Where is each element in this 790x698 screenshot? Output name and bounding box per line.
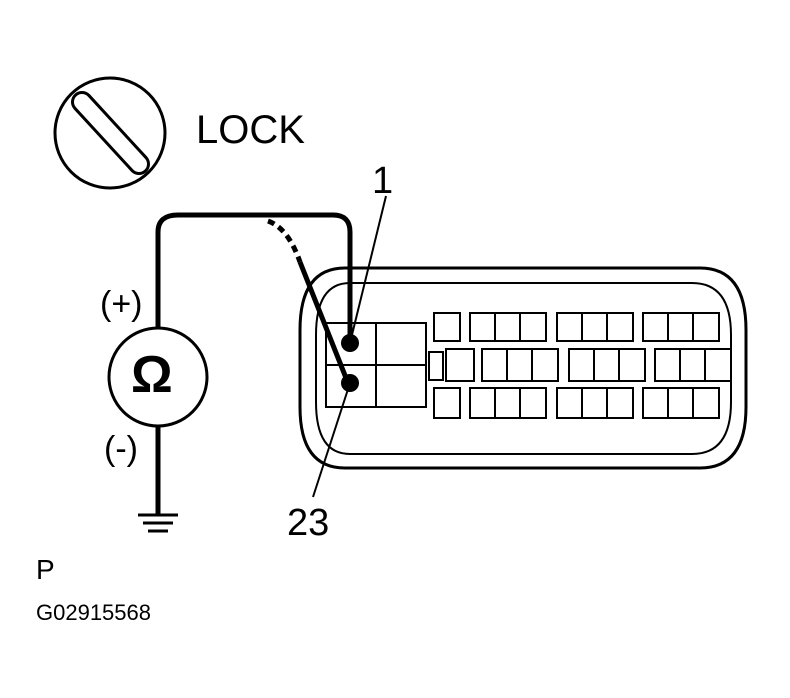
- connector-cavities: [325, 312, 732, 419]
- connector-housing: [298, 266, 748, 470]
- positive-test-lead: [155, 212, 353, 343]
- terminal-23-leader: [312, 382, 351, 498]
- ground-icon: [138, 513, 178, 533]
- terminal-1-leader: [349, 195, 387, 344]
- negative-label: (-): [104, 430, 138, 468]
- terminal-23-label: 23: [287, 502, 330, 544]
- lock-label: LOCK: [196, 108, 305, 152]
- terminal-1-label: 1: [372, 160, 394, 202]
- figure-code: G02915568: [36, 600, 151, 625]
- terminal-23-lead-solid: [297, 261, 351, 384]
- ohm-symbol: Ω: [131, 346, 173, 404]
- ignition-switch-icon: [53, 76, 167, 190]
- positive-label: (+): [100, 285, 143, 323]
- condition-label: P: [36, 554, 55, 585]
- terminal-23-lead: [267, 218, 303, 263]
